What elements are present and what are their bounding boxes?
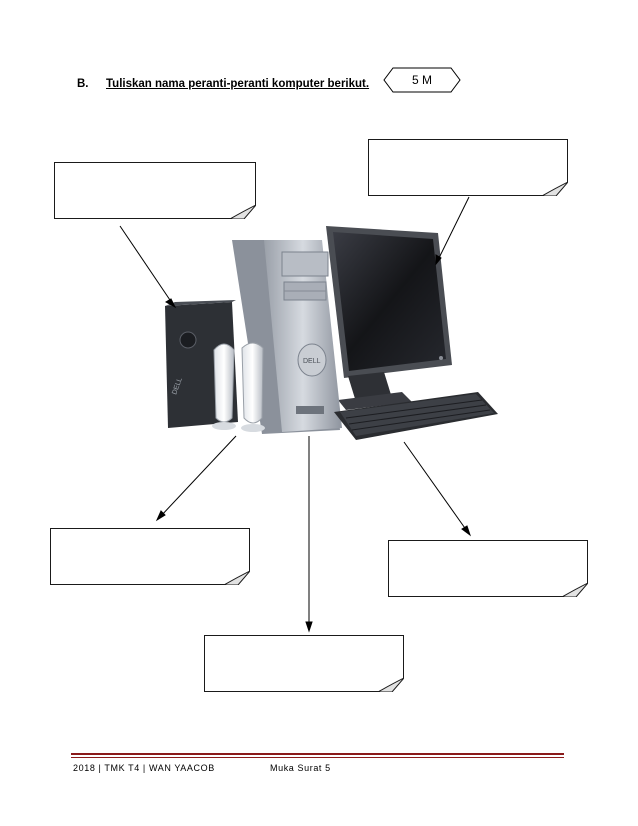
answer-box-speaker[interactable]: [54, 162, 256, 219]
page-curl-icon: [378, 678, 404, 692]
monitor: [326, 226, 452, 410]
question-number: B.: [77, 78, 89, 90]
tower-logo: DELL: [303, 358, 321, 365]
marks-badge: 5 M: [383, 67, 461, 93]
answer-box-system-unit[interactable]: [204, 635, 404, 692]
answer-box-monitor[interactable]: [368, 139, 568, 196]
marks-badge-shape: [383, 67, 461, 93]
answer-box-keyboard[interactable]: [388, 540, 588, 597]
question-instruction: Tuliskan nama peranti-peranti komputer b…: [106, 78, 370, 90]
page-curl-icon: [542, 182, 568, 196]
marks-value: 5 M: [411, 73, 432, 87]
keyboard: [334, 392, 498, 440]
footer-rule: [71, 753, 564, 755]
page-curl-icon: [562, 583, 588, 597]
system-unit-tower: DELL: [232, 240, 342, 434]
pointer-arrows: [119, 196, 471, 633]
page-curl-icon: [230, 205, 256, 219]
satellite-speakers: [212, 342, 265, 432]
footer-page-number: Muka Surat 5: [270, 763, 331, 773]
footer-course-info: 2018 | TMK T4 | WAN YAACOB: [73, 763, 215, 773]
answer-box-mouse[interactable]: [50, 528, 250, 585]
page-curl-icon: [224, 571, 250, 585]
footer-rule-thin: [71, 757, 564, 758]
